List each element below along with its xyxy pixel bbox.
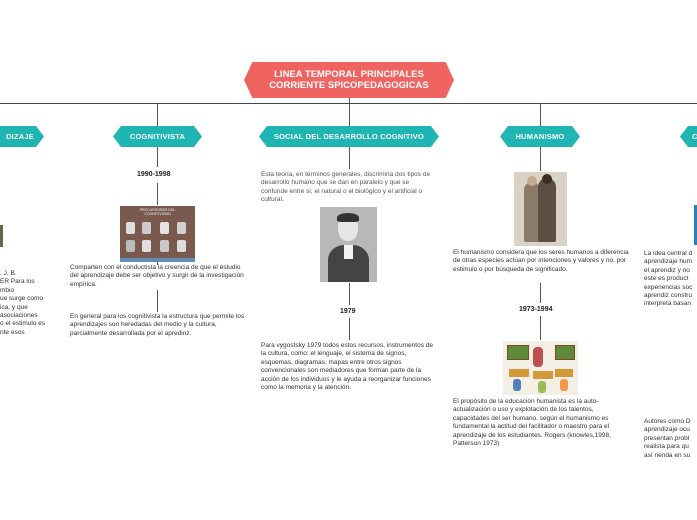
category-social[interactable]: SOCIAL DEL DESARROLLO COGNITIVO <box>259 126 439 147</box>
category-humanismo[interactable]: HUMANISMO <box>500 126 580 147</box>
category-right-label: C <box>692 132 697 141</box>
vygotsky-portrait <box>320 207 377 282</box>
portrait-icon <box>142 240 151 252</box>
category-right[interactable]: C <box>680 126 697 147</box>
cognitivista-text-1: Comparten con el conductista la creencia… <box>70 264 244 288</box>
head-left <box>527 176 537 186</box>
humanismo-year: 1973-1994 <box>519 306 553 313</box>
category-cognitivista[interactable]: COGNITIVISTA <box>113 126 202 147</box>
main-horizontal-line <box>0 103 697 104</box>
portrait-collar <box>344 245 353 259</box>
portrait-icon <box>126 240 135 252</box>
portrait-icon <box>177 240 186 252</box>
humanismo-text-1: El humanismo considera que los seres hum… <box>453 249 629 273</box>
board-icon <box>507 345 529 360</box>
desk-icon <box>533 371 553 379</box>
aprendizaje-text: . J. B. ER Para los mbio ue surge como i… <box>0 270 46 336</box>
humanismo-connector <box>540 103 541 126</box>
aprendizaje-image <box>0 225 3 247</box>
category-aprendizaje-label: DIZAJE <box>6 132 34 141</box>
portrait-icon <box>160 240 169 252</box>
head-right <box>542 174 552 184</box>
social-text: Para vygostsky 1979 todos estos recursos… <box>261 342 433 392</box>
desk-icon <box>555 369 573 377</box>
soc-line-3 <box>349 318 350 340</box>
main-title: LINEA TEMPORAL PRINCIPALES CORRIENTE SPI… <box>244 62 454 98</box>
cog-line-1 <box>157 147 158 167</box>
category-cognitivista-label: COGNITIVISTA <box>129 132 186 141</box>
social-connector <box>349 103 350 126</box>
right-image <box>694 205 697 245</box>
portrait-hair <box>337 213 359 222</box>
portrait-icon <box>126 222 135 234</box>
student-icon <box>538 381 546 393</box>
desk-icon <box>509 369 529 377</box>
student-icon <box>513 379 521 391</box>
cog-line-3 <box>157 262 158 265</box>
cognitivista-connector <box>157 103 158 126</box>
right-text-2: Autores como D aprendizaje ocu presentan… <box>644 418 691 459</box>
student-icon <box>560 379 568 391</box>
category-social-label: SOCIAL DEL DESARROLLO COGNITIVO <box>273 132 425 141</box>
portrait-icon <box>160 222 169 234</box>
soc-line-1 <box>349 147 350 169</box>
hum-line-2 <box>540 283 541 303</box>
category-humanismo-label: HUMANISMO <box>515 132 565 141</box>
social-intro: Esta teoría, en términos generales, disc… <box>261 171 431 204</box>
soc-line-2 <box>349 283 350 305</box>
precursores-caption: PRECURSORES DEL COGNITIVISMO <box>139 208 176 216</box>
precursores-image: PRECURSORES DEL COGNITIVISMO <box>120 206 195 262</box>
cognitivista-year: 1990-1998 <box>137 171 171 178</box>
main-title-text: LINEA TEMPORAL PRINCIPALES CORRIENTE SPI… <box>269 69 429 91</box>
cognitivista-text-2: En general para los cognitivista la estr… <box>70 313 245 337</box>
cog-line-4 <box>157 290 158 312</box>
portrait-icon <box>177 222 186 234</box>
category-aprendizaje[interactable]: DIZAJE <box>0 126 44 147</box>
social-year: 1979 <box>340 308 356 315</box>
title-connector <box>349 98 350 104</box>
person-right <box>538 178 556 242</box>
image-footer-strip <box>120 258 195 262</box>
right-text-1: La idea central d aprendizaje hum el apr… <box>644 250 693 308</box>
hum-line-3 <box>540 316 541 340</box>
hug-photo <box>514 172 567 246</box>
humanismo-text-2: El propósito de la educación humanista e… <box>453 398 611 448</box>
person-left <box>524 182 540 242</box>
hum-line-1 <box>540 147 541 171</box>
portrait-icon <box>142 222 151 234</box>
board-icon <box>555 345 575 360</box>
teacher-icon <box>533 347 543 367</box>
classroom-illustration <box>503 341 578 395</box>
cog-line-2 <box>157 183 158 205</box>
